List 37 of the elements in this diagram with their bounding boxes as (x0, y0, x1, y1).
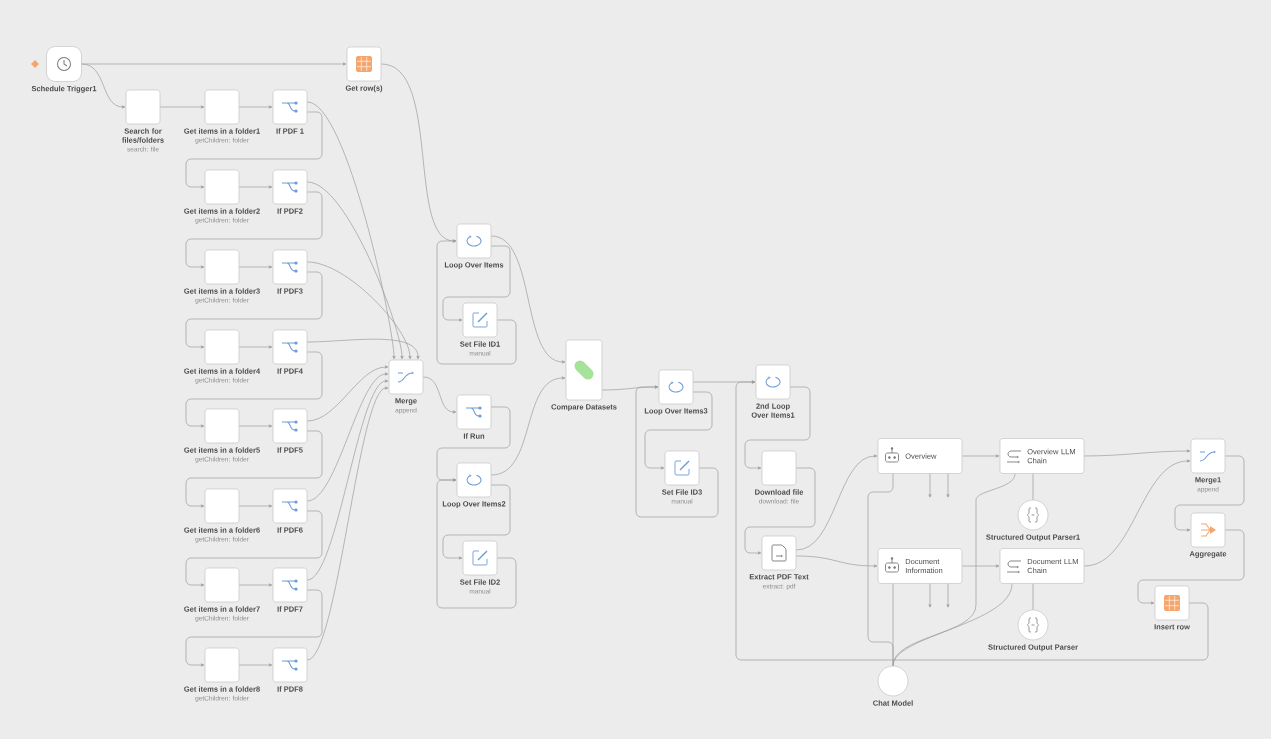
arrow (1137, 529, 1245, 605)
connector-line (892, 583, 1013, 666)
arrow (635, 385, 719, 518)
arrow (735, 380, 1209, 661)
arrow (307, 365, 389, 422)
arrow (307, 386, 389, 661)
arrow (442, 245, 511, 322)
arrow (1084, 459, 1191, 567)
arrow (185, 191, 323, 269)
arrow (796, 555, 878, 568)
connector-line (892, 583, 894, 666)
arrow (744, 467, 816, 555)
arrow (307, 379, 389, 581)
arrow (436, 478, 517, 609)
arrow (796, 454, 878, 551)
arrow (307, 372, 389, 502)
arrow (491, 235, 566, 364)
arrow (1174, 455, 1245, 532)
arrow (442, 484, 511, 560)
arrow (423, 376, 457, 414)
arrow (185, 111, 323, 189)
arrow (1084, 449, 1191, 457)
arrow (744, 386, 811, 470)
arrow (185, 351, 323, 428)
arrow (307, 261, 412, 360)
arrow (307, 338, 420, 360)
arrow (81, 63, 126, 109)
arrow (185, 510, 323, 587)
arrow (185, 430, 323, 508)
arrow (436, 239, 517, 365)
arrow (185, 271, 323, 349)
arrow (644, 391, 713, 470)
arrow (436, 406, 511, 482)
arrow (307, 101, 396, 360)
arrow (491, 376, 566, 476)
arrow (307, 181, 404, 360)
arrow (185, 589, 323, 667)
